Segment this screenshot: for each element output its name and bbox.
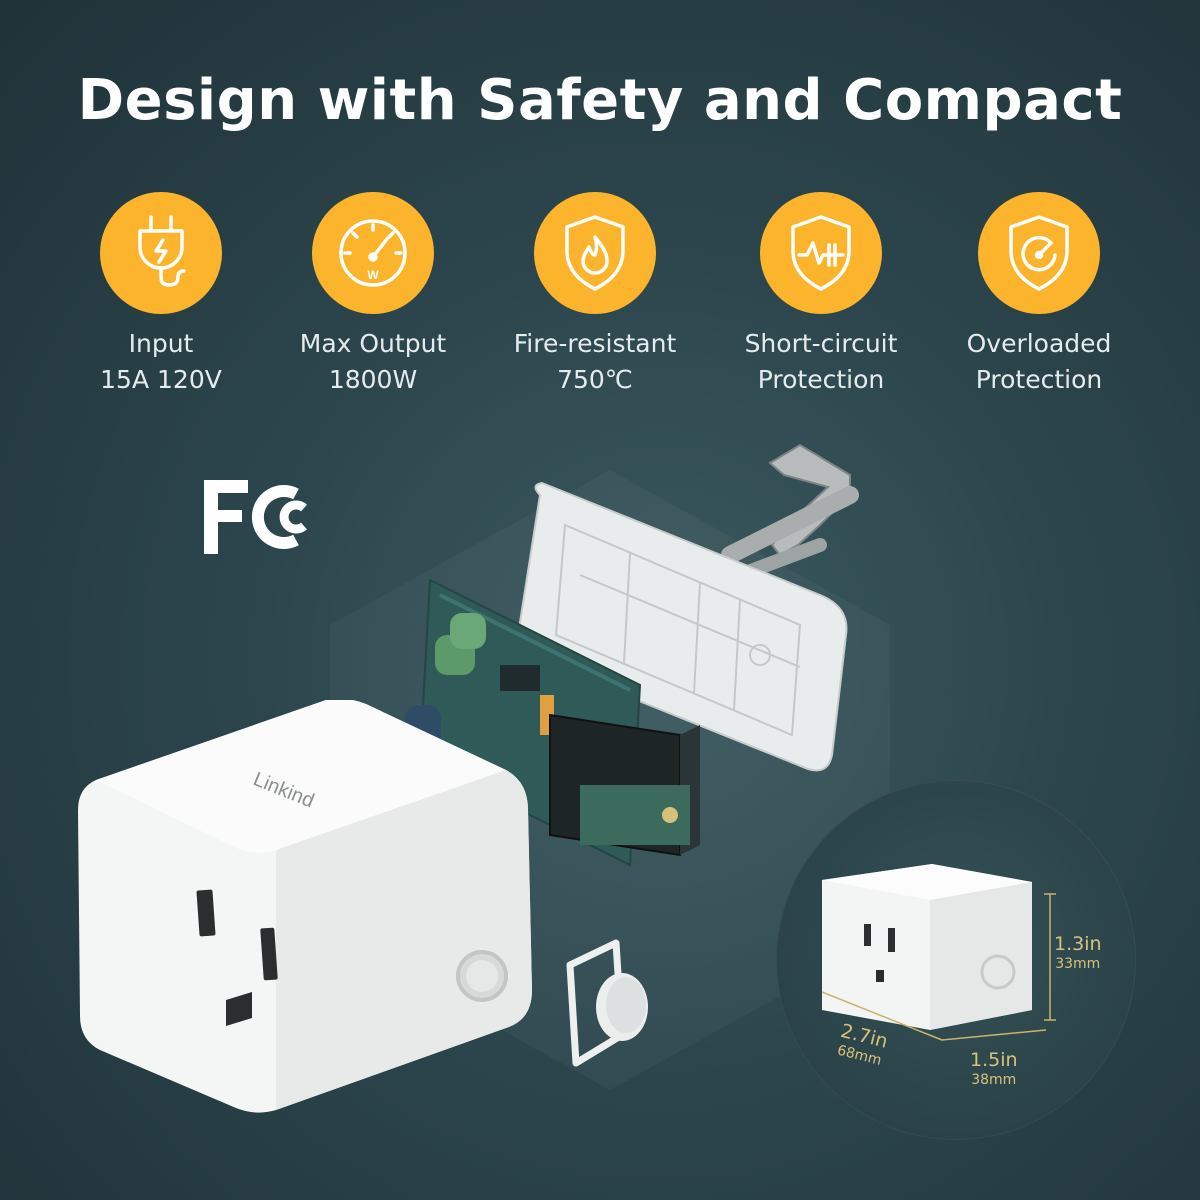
width-dimension: 1.5in 38mm (970, 1050, 1018, 1090)
feature-title: Max Output (299, 329, 447, 358)
fcc-logo (204, 480, 307, 554)
feature-overload: Overloaded Protection (929, 192, 1149, 398)
width-mm: 38mm (971, 1072, 1017, 1088)
gauge-shield-icon (1009, 215, 1069, 291)
power-meter-icon: W (339, 219, 407, 287)
feature-fire-resistant: Fire-resistant 750℃ (485, 192, 705, 398)
dimension-lines (821, 893, 1056, 1041)
svg-text:W: W (367, 268, 379, 282)
exploded-components (390, 443, 859, 867)
height-dimension: 1.3in 33mm (1054, 934, 1102, 974)
height-mm: 33mm (1055, 956, 1101, 972)
feature-title: Overloaded (966, 329, 1112, 358)
feature-title: Short-circuit (744, 329, 898, 358)
feature-value: Protection (975, 365, 1103, 394)
feature-badge (534, 192, 656, 314)
feature-max-output: W Max Output 1800W (263, 192, 483, 398)
circuit-board (390, 578, 700, 867)
feature-badge: W (312, 192, 434, 314)
mini-plug (822, 864, 1032, 1030)
feature-value: Protection (757, 365, 885, 394)
width-inches: 1.5in (970, 1049, 1018, 1071)
feature-value: 15A 120V (100, 365, 222, 394)
plug-icon (138, 215, 186, 287)
feature-badge (760, 192, 882, 314)
feature-value: 750℃ (557, 365, 633, 394)
feature-title: Fire-resistant (513, 329, 677, 358)
circuit-shield-icon (791, 215, 851, 291)
plug-prongs (721, 443, 859, 582)
feature-badge (100, 192, 222, 314)
feature-input: Input 15A 120V (51, 192, 271, 398)
button-cap (566, 939, 648, 1067)
feature-value: 1800W (328, 365, 418, 394)
height-inches: 1.3in (1054, 933, 1102, 955)
smart-plug: Linkind (78, 700, 532, 1113)
feature-badge (978, 192, 1100, 314)
feature-short-circuit: Short-circuit Protection (711, 192, 931, 398)
headline: Design with Safety and Compact (77, 68, 1123, 133)
feature-title: Input (128, 329, 194, 358)
flame-shield-icon (565, 215, 625, 291)
